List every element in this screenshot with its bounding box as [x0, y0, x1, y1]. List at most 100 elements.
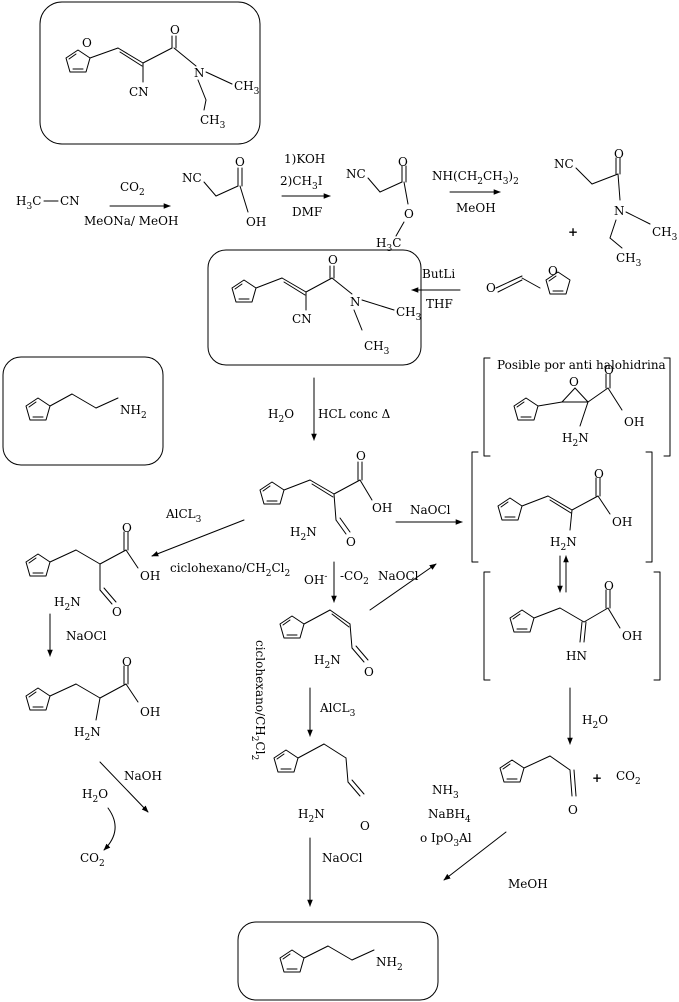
svg-text:OH: OH — [372, 501, 392, 515]
svg-text:CO2: CO2 — [120, 180, 145, 198]
svg-text:NaOCl: NaOCl — [322, 851, 363, 865]
propanamide-center: O H2N — [273, 743, 370, 833]
arrow-alcl3-center: AlCL3 — [307, 687, 356, 737]
svg-text:H3C: H3C — [376, 236, 401, 254]
svg-text:NH2: NH2 — [120, 403, 147, 421]
acetonitrile: H3C CN — [16, 194, 80, 212]
svg-text:O: O — [569, 375, 579, 389]
svg-text:AlCL3: AlCL3 — [319, 701, 356, 719]
svg-text:H2O: H2O — [582, 713, 608, 731]
svg-text:MeONa/ MeOH: MeONa/ MeOH — [84, 214, 178, 228]
svg-text:HN: HN — [566, 649, 587, 663]
svg-text:O: O — [82, 36, 92, 50]
arrow-naocl-center-to-right: NaOCl — [369, 563, 437, 611]
arrow-methylation: 1)KOH 2)CH3I DMF — [280, 152, 331, 219]
furylethylamine-left: NH2 — [25, 393, 147, 421]
svg-text:O: O — [328, 253, 338, 267]
diacid-center: O OH O H2N — [259, 449, 392, 549]
svg-text:MeOH: MeOH — [508, 877, 548, 891]
svg-text:CH3: CH3 — [652, 225, 678, 243]
acrylamide-boxed: CN O N CH3 CH3 — [231, 253, 422, 357]
product-bottom: NH2 — [279, 945, 403, 973]
svg-text:H2O: H2O — [268, 407, 294, 425]
svg-text:H2N: H2N — [290, 525, 317, 543]
arrow-amidation: NH(CH2CH3)2 MeOH — [432, 169, 519, 215]
diethyl-cyanoacetamide: NC O N CH3 CH3 — [554, 147, 678, 269]
arrow-carboxylation: CO2 MeONa/ MeOH — [84, 180, 178, 228]
svg-text:OH: OH — [140, 705, 160, 719]
svg-text:NC: NC — [346, 167, 366, 181]
svg-text:H3C: H3C — [16, 194, 41, 212]
arrow-hydration: H2O — [567, 687, 608, 745]
svg-text:CH3: CH3 — [396, 305, 422, 323]
bracket-imine-right — [653, 571, 661, 681]
furylacetaldehyde: O — [499, 755, 578, 817]
bracket-epoxide-right — [663, 357, 671, 457]
svg-text:NaOCl: NaOCl — [66, 629, 107, 643]
svg-text:1)KOH: 1)KOH — [284, 152, 325, 166]
enamide-center: O H2N — [279, 609, 374, 679]
svg-text:O: O — [604, 579, 614, 593]
svg-text:N: N — [350, 295, 361, 309]
svg-text:NH3: NH3 — [432, 783, 459, 801]
arrow-naoh: NaOH H2O CO2 — [80, 761, 162, 869]
ciclohexano-vertical-label: ciclohexano/CH2Cl2 — [249, 640, 267, 760]
arrow-naocl-center-down: NaOCl — [307, 837, 363, 907]
svg-text:NaOH: NaOH — [124, 769, 162, 783]
target-box-top — [39, 1, 261, 145]
bracket-enamine-left — [471, 451, 479, 563]
cyanoacetic-acid: NC O OH — [182, 155, 266, 229]
svg-text:OH: OH — [246, 215, 266, 229]
svg-text:CH3: CH3 — [616, 251, 642, 269]
svg-text:O: O — [568, 803, 578, 817]
svg-text:CH3: CH3 — [364, 339, 390, 357]
aminoacid-left: O OH H2N — [25, 655, 160, 743]
svg-text:CO2: CO2 — [80, 851, 105, 869]
furfural: O O — [486, 264, 571, 295]
arrow-alcl3-left: AlCL3 ciclohexano/CH2Cl2 — [151, 507, 290, 579]
product-box-bottom — [237, 921, 439, 1001]
svg-text:OH: OH — [140, 569, 160, 583]
svg-text:THF: THF — [426, 297, 453, 311]
svg-text:HCL conc Δ: HCL conc Δ — [318, 407, 391, 421]
svg-text:H2N: H2N — [74, 725, 101, 743]
svg-text:O: O — [604, 363, 614, 377]
svg-text:CN: CN — [292, 312, 312, 326]
bracket-epoxide-left — [483, 357, 491, 457]
bracket-enamine-right — [645, 451, 653, 563]
svg-text:H2O: H2O — [82, 787, 108, 805]
svg-text:o IpO3Al: o IpO3Al — [420, 831, 472, 849]
svg-text:CH3: CH3 — [234, 79, 260, 97]
svg-text:H2N: H2N — [54, 595, 81, 613]
svg-text:H2N: H2N — [562, 431, 589, 449]
arrow-naocl-right: NaOCl — [395, 503, 463, 525]
svg-text:NH2: NH2 — [376, 955, 403, 973]
svg-text:OH: OH — [612, 515, 632, 529]
svg-text:DMF: DMF — [292, 205, 322, 219]
svg-text:ButLi: ButLi — [422, 267, 455, 281]
svg-text:O: O — [356, 449, 366, 463]
co2-byproduct: CO2 — [616, 769, 641, 787]
svg-text:O: O — [346, 535, 356, 549]
equilibrium-arrows — [557, 555, 569, 593]
svg-text:O: O — [170, 23, 180, 37]
svg-text:O: O — [112, 605, 122, 619]
svg-text:H2N: H2N — [314, 653, 341, 671]
furylethylamine-box-left — [2, 356, 164, 466]
svg-text:O: O — [486, 281, 496, 295]
svg-text:NC: NC — [554, 157, 574, 171]
svg-text:O: O — [122, 655, 132, 669]
svg-text:AlCL3: AlCL3 — [165, 507, 202, 525]
svg-text:NaBH4: NaBH4 — [428, 807, 471, 825]
svg-text:H2N: H2N — [298, 807, 325, 825]
svg-text:O: O — [364, 665, 374, 679]
svg-text:CN: CN — [60, 194, 80, 208]
epoxide-note: Posible por anti halohidrina — [497, 358, 666, 372]
svg-text:NH(CH2CH3)2: NH(CH2CH3)2 — [432, 169, 519, 187]
svg-text:MeOH: MeOH — [456, 201, 496, 215]
epoxide-aminoacid: O O OH H2N — [513, 363, 644, 449]
svg-text:2)CH3I: 2)CH3I — [280, 174, 323, 192]
svg-text:OH: OH — [624, 415, 644, 429]
svg-text:H2N: H2N — [550, 535, 577, 553]
